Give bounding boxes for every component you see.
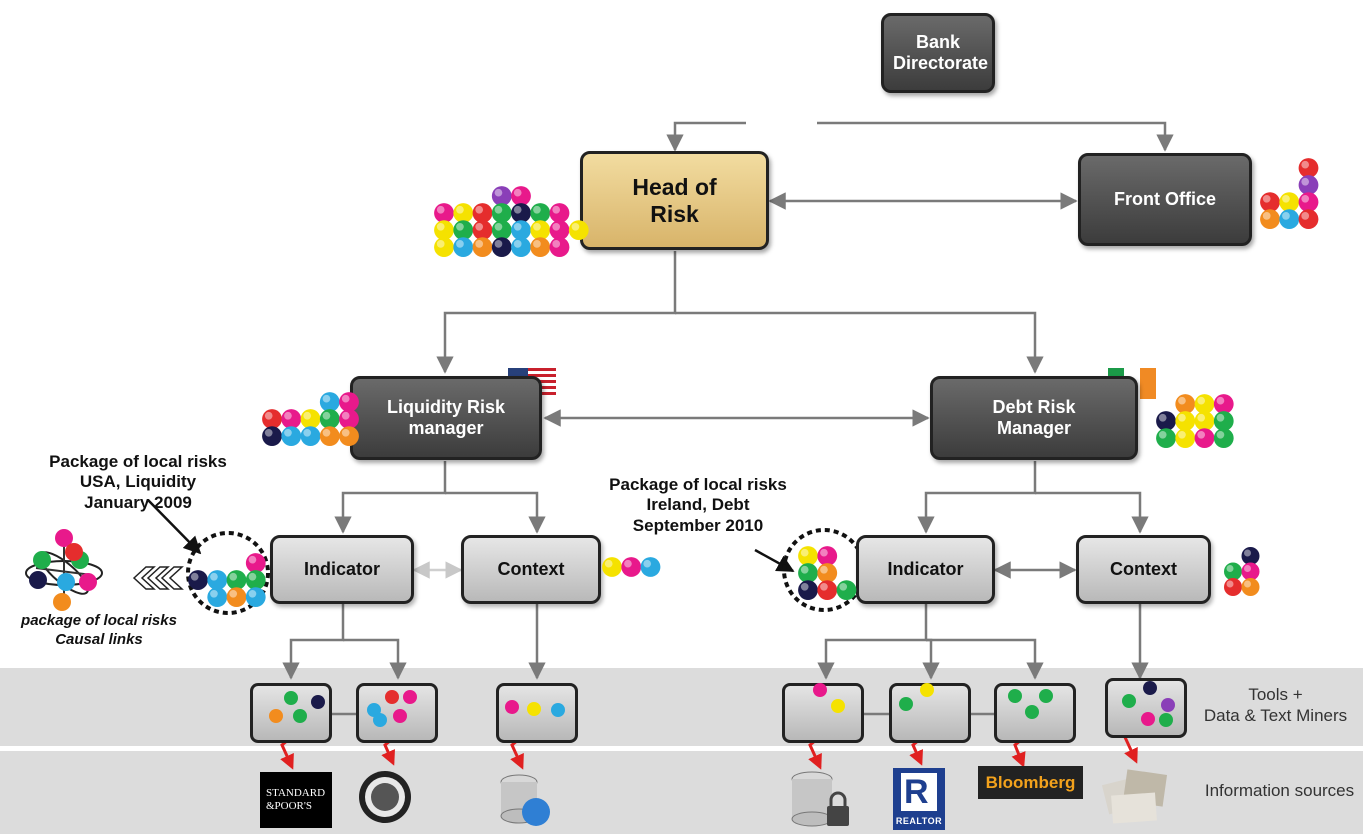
package-ireland-line2: Ireland, Debt — [646, 495, 750, 515]
liquidity-risk-manager-label: Liquidity Risk manager — [386, 397, 505, 438]
causal-line2: Causal links — [55, 630, 143, 648]
context-node-left[interactable]: Context — [461, 535, 601, 604]
fed-seal-icon — [359, 771, 411, 823]
package-usa-line3: January 2009 — [84, 492, 192, 512]
causal-line1: package of local risks — [21, 612, 177, 629]
bloomberg-label: Bloomberg — [985, 772, 1076, 792]
indicator-node-right[interactable]: Indicator — [856, 535, 995, 604]
package-circle-ireland — [782, 528, 866, 612]
package-circle-usa — [186, 531, 270, 615]
liquidity-risk-manager-node[interactable]: Liquidity Risk manager — [350, 376, 542, 460]
realtor-label: REALTOR — [895, 816, 943, 826]
context-label-left: Context — [497, 559, 565, 580]
molecule-icon — [25, 545, 103, 605]
edge-directorate-head — [666, 121, 746, 152]
package-usa-annotation: Package of local risks USA, Liquidity Ja… — [18, 452, 258, 513]
context-label-right: Context — [1110, 559, 1177, 580]
sp-line2: &POOR'S — [266, 800, 312, 812]
front-office-node[interactable]: Front Office — [1078, 153, 1252, 246]
tool-box[interactable] — [250, 683, 332, 743]
tool-box[interactable] — [496, 683, 578, 743]
indicator-label-right: Indicator — [887, 559, 964, 580]
sources-band-label: Information sources — [1204, 781, 1355, 800]
chevrons-icon — [132, 566, 184, 590]
bank-directorate-label: Bank Directorate — [893, 32, 989, 73]
package-usa-line2: USA, Liquidity — [79, 472, 197, 492]
realtor-logo: R REALTOR — [893, 768, 945, 830]
database-globe-icon — [500, 774, 550, 826]
edge-head-managers — [436, 251, 677, 374]
head-of-risk-label: Head of Risk — [632, 174, 717, 227]
bloomberg-logo: Bloomberg — [978, 766, 1083, 799]
debt-risk-manager-label: Debt Risk Manager — [992, 397, 1076, 438]
indicator-node-left[interactable]: Indicator — [270, 535, 414, 604]
tools-band-label: Tools + Data & Text Miners — [1188, 684, 1363, 727]
debt-risk-manager-node[interactable]: Debt Risk Manager — [930, 376, 1138, 460]
annotation-arrow-ireland — [754, 548, 795, 573]
tools-label-line2: Data & Text Miners — [1203, 706, 1348, 726]
package-ireland-line3: September 2010 — [632, 515, 764, 535]
package-ireland-annotation: Package of local risks Ireland, Debt Sep… — [578, 475, 818, 536]
context-node-right[interactable]: Context — [1076, 535, 1211, 604]
tool-box[interactable] — [994, 683, 1076, 743]
standard-poors-logo: STANDARD &POOR'S — [260, 772, 332, 828]
package-ireland-line1: Package of local risks — [609, 475, 787, 494]
tool-box[interactable] — [889, 683, 971, 743]
tool-box[interactable] — [782, 683, 864, 743]
newspapers-icon — [1101, 769, 1168, 824]
edge-directorate-front — [817, 121, 1174, 152]
front-office-label: Front Office — [1114, 189, 1216, 210]
package-usa-line1: Package of local risks — [49, 452, 227, 471]
tools-label-line1: Tools + — [1248, 685, 1303, 704]
causal-links-annotation: package of local risks Causal links — [4, 612, 194, 650]
tool-box[interactable] — [1105, 678, 1187, 738]
tool-box[interactable] — [356, 683, 438, 743]
database-lock-icon — [791, 771, 849, 827]
annotation-arrow-usa — [147, 499, 202, 555]
head-of-risk-node[interactable]: Head of Risk — [580, 151, 769, 250]
indicator-label-left: Indicator — [303, 559, 380, 580]
bank-directorate-node[interactable]: Bank Directorate — [881, 13, 995, 93]
sp-line1: STANDARD — [266, 786, 326, 799]
